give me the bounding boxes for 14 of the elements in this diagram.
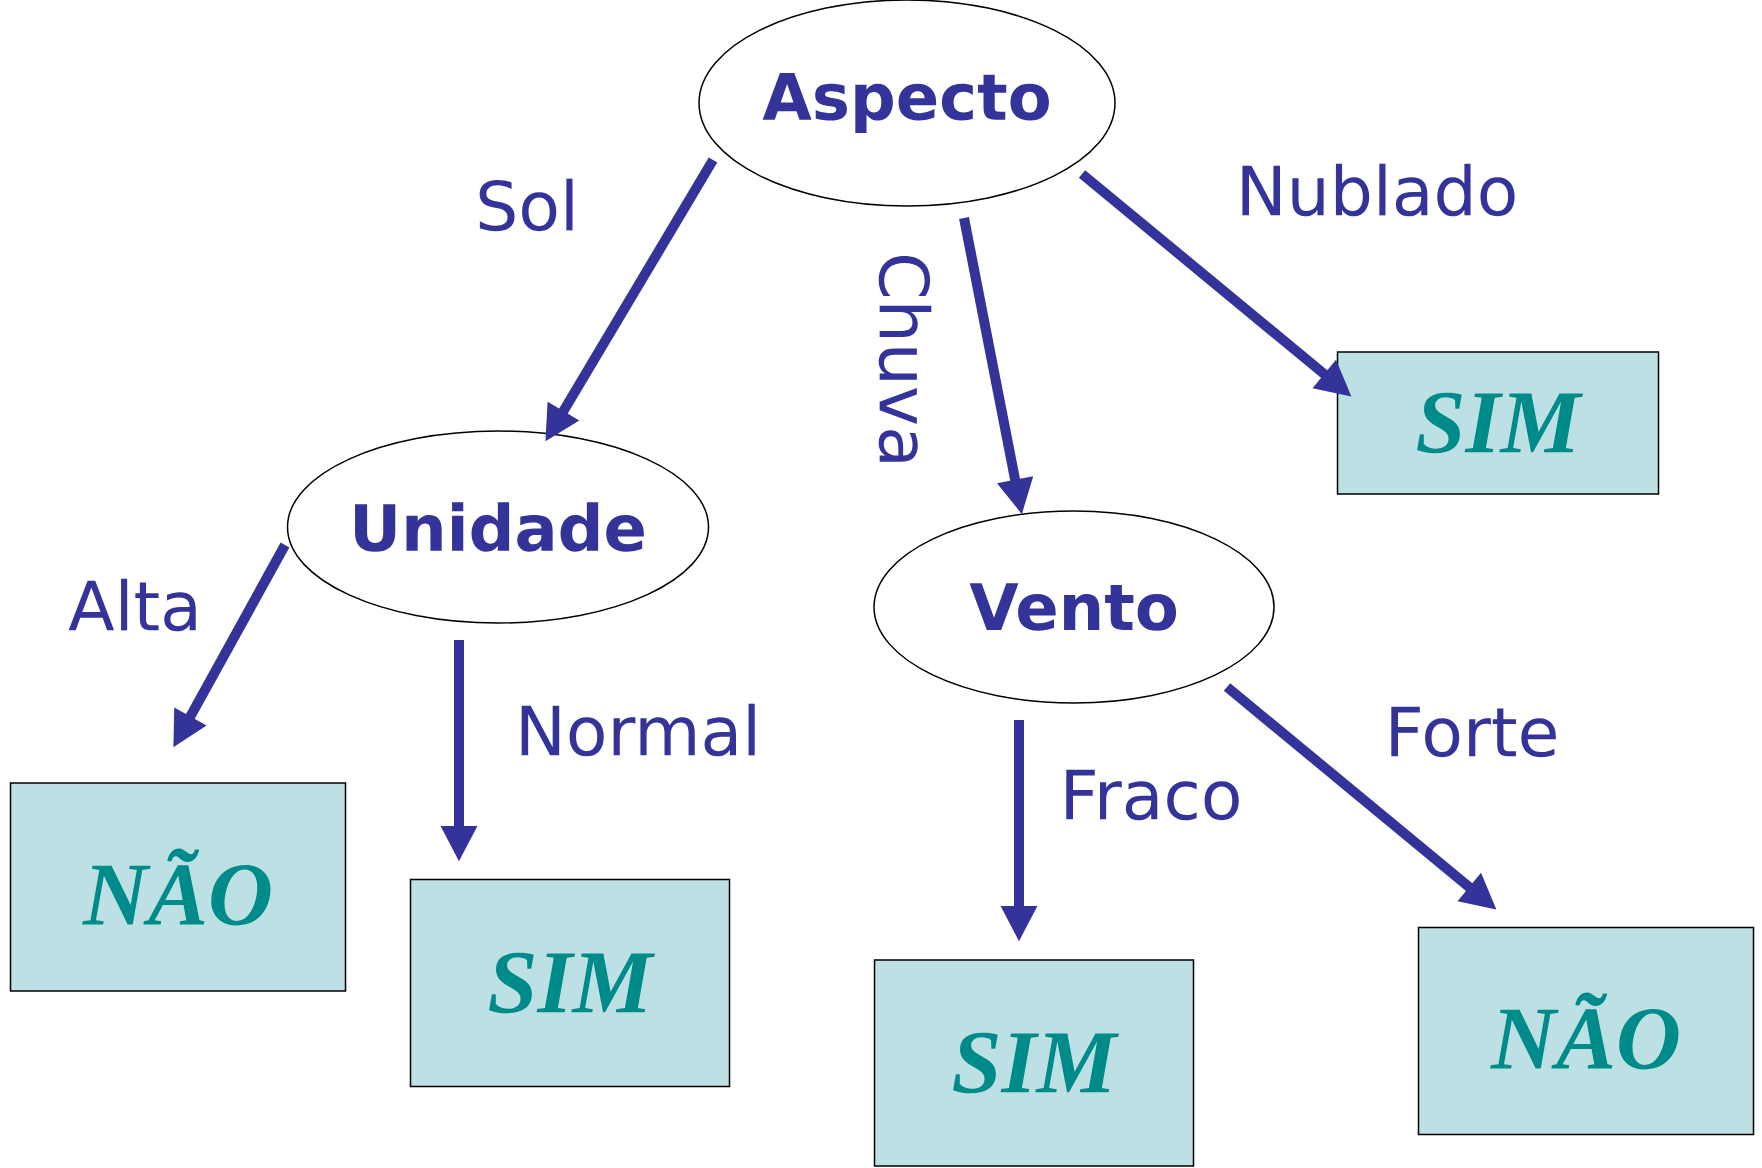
leaf-box: NÃO	[9, 782, 347, 992]
leaf-box: SIM	[873, 959, 1195, 1167]
leaf-box: SIM	[1336, 351, 1660, 495]
edge-label: Sol	[479, 178, 573, 232]
leaf-box: SIM	[409, 878, 731, 1088]
edge-label: Alta	[68, 578, 196, 632]
ellipse-node: Unidade	[286, 430, 710, 624]
edge-label: Normal	[521, 703, 755, 757]
edge-label: Fraco	[1066, 769, 1239, 821]
ellipse-node: Vento	[873, 510, 1275, 704]
edge-label: Chuva	[878, 256, 932, 462]
edge-label: Nublado	[1242, 163, 1515, 217]
edge-label: Forte	[1391, 706, 1556, 758]
leaf-box: NÃO	[1417, 926, 1755, 1136]
